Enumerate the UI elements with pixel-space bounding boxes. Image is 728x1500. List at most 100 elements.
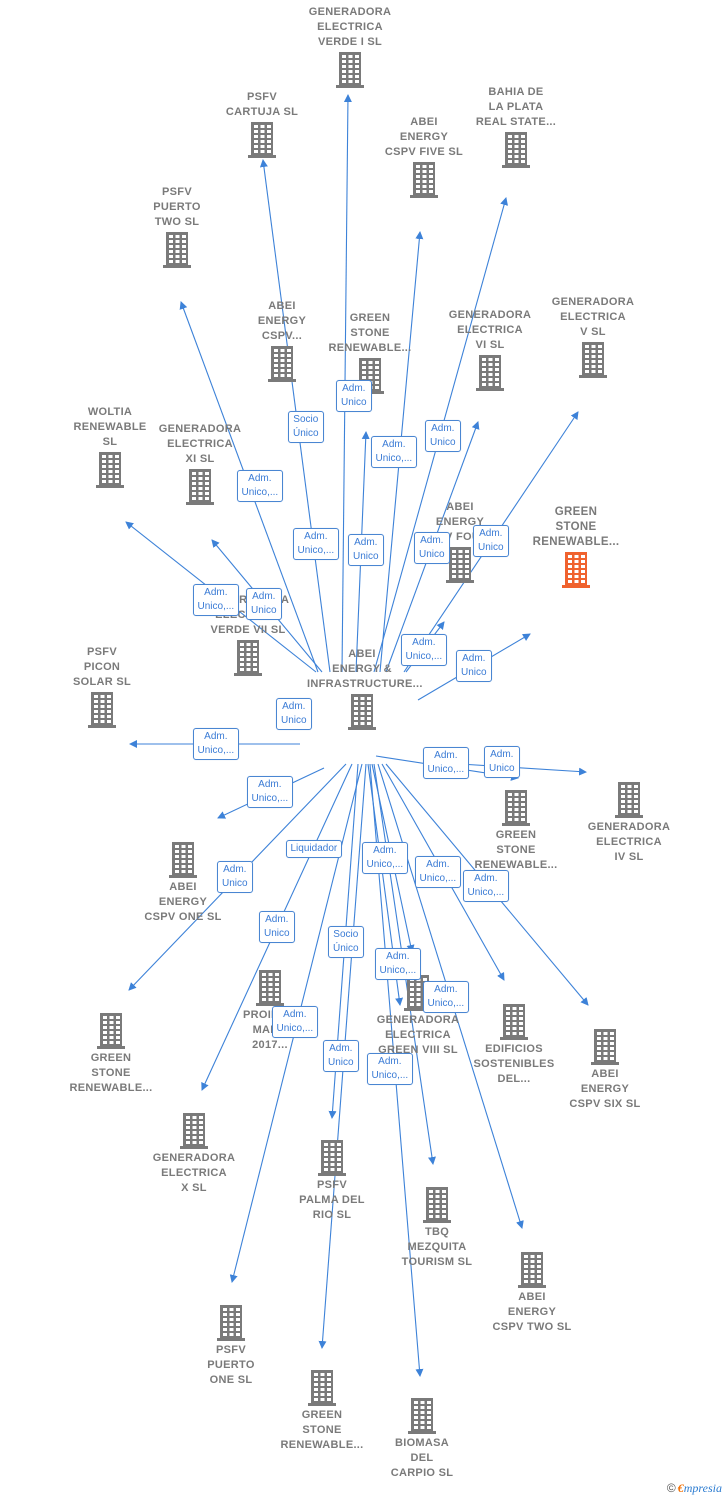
company-name[interactable]: ABEI ENERGY CSPV...: [257, 300, 307, 342]
company-name[interactable]: PSFV PUERTO ONE SL: [207, 1344, 255, 1386]
company-node[interactable]: ABEI ENERGY CSPV SIX SL: [550, 1027, 660, 1112]
company-name[interactable]: GENERADORA ELECTRICA XI SL: [158, 423, 242, 465]
role-badge[interactable]: Adm. Unico,...: [366, 1053, 414, 1085]
company-name[interactable]: GENERADORA ELECTRICA VERDE I SL: [308, 6, 392, 48]
building-icon: [579, 342, 607, 378]
company-node[interactable]: GREEN STONE RENEWABLE...: [56, 1011, 166, 1096]
building-icon: [234, 640, 262, 676]
company-name[interactable]: BIOMASA DEL CARPIO SL: [390, 1437, 454, 1479]
company-node[interactable]: ABEI ENERGY CSPV FIVE SL: [369, 115, 479, 200]
role-badge[interactable]: Adm. Unico,...: [236, 470, 284, 502]
role-badge[interactable]: Adm. Unico: [259, 911, 295, 943]
company-name[interactable]: ABEI ENERGY & INFRASTRUCTURE...: [307, 648, 423, 690]
company-node[interactable]: GREEN STONE RENEWABLE...: [267, 1368, 377, 1453]
company-node[interactable]: ABEI ENERGY CSPV ONE SL: [128, 840, 238, 925]
role-badge[interactable]: Adm. Unico: [246, 588, 282, 620]
building-icon: [186, 469, 214, 505]
company-name[interactable]: ABEI ENERGY CSPV FIVE SL: [384, 116, 464, 158]
role-badge[interactable]: Socio Único: [288, 411, 324, 443]
company-name[interactable]: GENERADORA ELECTRICA V SL: [551, 296, 635, 338]
company-node[interactable]: PSFV CARTUJA SL: [207, 90, 317, 160]
role-badge[interactable]: Liquidador: [285, 840, 343, 858]
building-icon: [502, 132, 530, 168]
company-name[interactable]: GREEN STONE RENEWABLE...: [532, 506, 620, 548]
role-badge[interactable]: Adm. Unico,...: [361, 842, 409, 874]
company-name[interactable]: BAHIA DE LA PLATA REAL STATE...: [475, 86, 557, 128]
company-node[interactable]: ABEI ENERGY CSPV...: [227, 299, 337, 384]
role-badge[interactable]: Adm. Unico,...: [192, 584, 240, 616]
company-node[interactable]: PSFV PICON SOLAR SL: [47, 645, 157, 730]
role-badge[interactable]: Adm. Unico,...: [246, 776, 294, 808]
company-name[interactable]: GREEN STONE RENEWABLE...: [69, 1052, 153, 1094]
role-badge[interactable]: Adm. Unico,...: [422, 747, 470, 779]
company-node[interactable]: GENERADORA ELECTRICA V SL: [538, 295, 648, 380]
role-badge[interactable]: Adm. Unico,...: [292, 528, 340, 560]
company-node[interactable]: GENERADORA ELECTRICA XI SL: [145, 422, 255, 507]
company-name[interactable]: ABEI ENERGY CSPV SIX SL: [569, 1068, 641, 1110]
company-name[interactable]: GENERADORA ELECTRICA VI SL: [448, 309, 532, 351]
building-icon: [476, 355, 504, 391]
company-name[interactable]: ABEI ENERGY CSPV ONE SL: [144, 881, 222, 923]
role-badge[interactable]: Adm. Unico: [323, 1040, 359, 1072]
role-badge[interactable]: Adm. Unico,...: [370, 436, 418, 468]
building-icon: [518, 1252, 546, 1288]
company-name[interactable]: GENERADORA ELECTRICA X SL: [152, 1152, 236, 1194]
role-badge[interactable]: Adm. Unico: [348, 534, 384, 566]
role-badge[interactable]: Adm. Unico: [414, 532, 450, 564]
company-node[interactable]: PSFV PUERTO ONE SL: [176, 1303, 286, 1388]
role-badge[interactable]: Adm. Unico: [484, 746, 520, 778]
building-icon: [591, 1029, 619, 1065]
company-node[interactable]: WOLTIA RENEWABLE SL: [55, 405, 165, 490]
building-icon: [410, 162, 438, 198]
company-name[interactable]: GREEN STONE RENEWABLE...: [280, 1409, 364, 1451]
company-name[interactable]: GENERADORA ELECTRICA IV SL: [587, 821, 671, 863]
building-icon: [500, 1004, 528, 1040]
company-name[interactable]: PSFV PALMA DEL RIO SL: [299, 1179, 365, 1221]
edge-15: [459, 763, 587, 776]
company-node[interactable]: PSFV PALMA DEL RIO SL: [277, 1138, 387, 1223]
role-badge[interactable]: Adm. Unico,...: [462, 870, 510, 902]
role-badge[interactable]: Adm. Unico,...: [414, 856, 462, 888]
focus-company-node[interactable]: GREEN STONE RENEWABLE...: [521, 505, 631, 590]
company-name[interactable]: WOLTIA RENEWABLE SL: [73, 406, 147, 448]
company-node[interactable]: EDIFICIOS SOSTENIBLES DEL...: [459, 1002, 569, 1087]
company-name[interactable]: GREEN STONE RENEWABLE...: [474, 829, 558, 871]
company-node[interactable]: PSFV PUERTO TWO SL: [122, 185, 232, 270]
company-node[interactable]: TBQ MEZQUITA TOURISM SL: [382, 1185, 492, 1270]
company-name[interactable]: EDIFICIOS SOSTENIBLES DEL...: [473, 1043, 555, 1085]
role-badge[interactable]: Adm. Unico: [217, 861, 253, 893]
company-node[interactable]: GENERADORA ELECTRICA VERDE I SL: [295, 5, 405, 90]
company-node[interactable]: GENERADORA ELECTRICA IV SL: [574, 780, 684, 865]
company-name[interactable]: GREEN STONE RENEWABLE...: [328, 312, 412, 354]
role-badge[interactable]: Adm. Unico,...: [271, 1006, 319, 1038]
role-badge[interactable]: Socio Único: [328, 926, 364, 958]
company-node[interactable]: GREEN STONE RENEWABLE...: [461, 788, 571, 873]
company-node[interactable]: ABEI ENERGY & INFRASTRUCTURE...: [307, 647, 423, 732]
brand-initial: €: [677, 1481, 684, 1495]
role-badge[interactable]: Adm. Unico,...: [400, 634, 448, 666]
role-badge[interactable]: Adm. Unico,...: [374, 948, 422, 980]
company-node[interactable]: ABEI ENERGY CSPV TWO SL: [477, 1250, 587, 1335]
company-name[interactable]: TBQ MEZQUITA TOURISM SL: [401, 1226, 473, 1268]
company-name[interactable]: GENERADORA ELECTRICA GREEN VIII SL: [376, 1014, 460, 1056]
company-node[interactable]: BIOMASA DEL CARPIO SL: [367, 1396, 477, 1481]
building-icon: [169, 842, 197, 878]
company-name[interactable]: PSFV PICON SOLAR SL: [72, 646, 131, 688]
company-node[interactable]: BAHIA DE LA PLATA REAL STATE...: [461, 85, 571, 170]
company-name[interactable]: ABEI ENERGY CSPV TWO SL: [492, 1291, 572, 1333]
role-badge[interactable]: Adm. Unico: [336, 380, 372, 412]
role-badge[interactable]: Adm. Unico: [425, 420, 461, 452]
role-badge[interactable]: Adm. Unico: [473, 525, 509, 557]
company-name[interactable]: PSFV PUERTO TWO SL: [153, 186, 201, 228]
company-node[interactable]: GENERADORA ELECTRICA VI SL: [435, 308, 545, 393]
role-badge[interactable]: Adm. Unico,...: [422, 981, 470, 1013]
company-node[interactable]: GENERADORA ELECTRICA X SL: [139, 1111, 249, 1196]
role-badge[interactable]: Adm. Unico: [276, 698, 312, 730]
role-badge[interactable]: Adm. Unico,...: [192, 728, 240, 760]
empresia-watermark[interactable]: ©€mpresia: [667, 1481, 722, 1496]
building-icon: [308, 1370, 336, 1406]
brand-name: mpresia: [683, 1481, 722, 1495]
company-name[interactable]: PSFV CARTUJA SL: [225, 91, 299, 118]
role-badge[interactable]: Adm. Unico: [456, 650, 492, 682]
